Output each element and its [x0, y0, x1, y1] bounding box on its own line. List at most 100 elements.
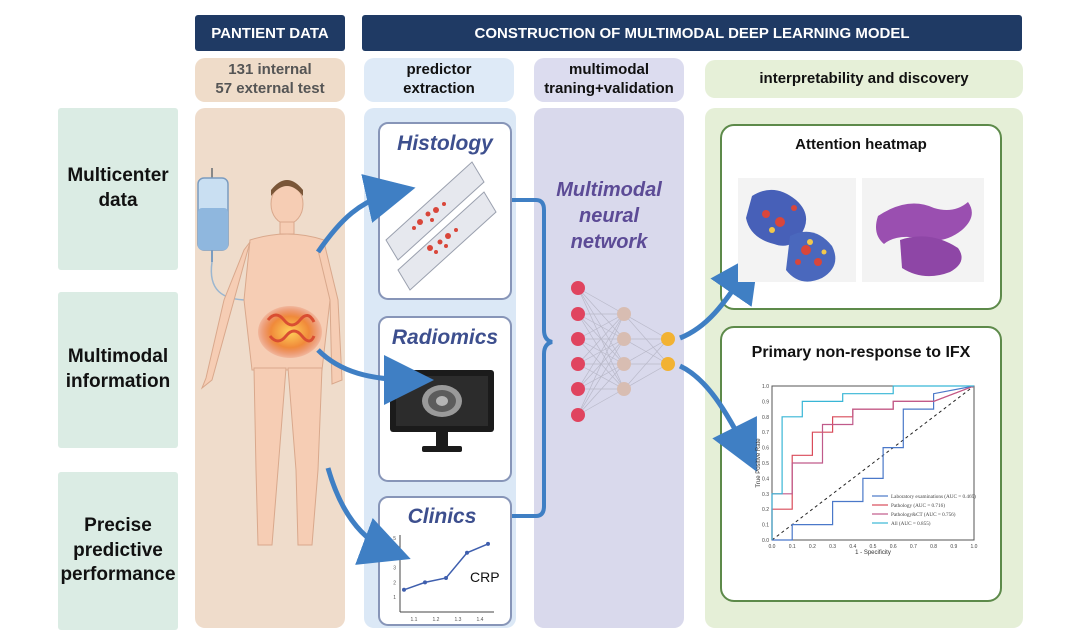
predictor-line1: predictor	[406, 61, 472, 79]
histology-slides-icon	[385, 161, 497, 291]
network-node-layer1	[571, 281, 585, 295]
network-edges	[577, 287, 669, 416]
attention-title: Attention heatmap	[795, 136, 927, 153]
cohort-external: 57 external test	[215, 80, 325, 97]
network-label-line2: neural	[578, 205, 640, 227]
roc-xtick: 0.1	[789, 544, 796, 550]
he-stained-tissue-image	[862, 178, 984, 282]
precise-line3: performance	[60, 564, 176, 586]
crp-xtick: 1.3	[455, 617, 462, 623]
network-node-layer2	[617, 307, 631, 321]
radiomics-title: Radiomics	[391, 326, 499, 349]
crp-xtick: 1.2	[433, 617, 440, 623]
clinics-title: Clinics	[407, 505, 477, 528]
attention-heatmap-image	[738, 178, 856, 282]
roc-series-line-1	[772, 385, 975, 541]
histology-title: Histology	[397, 132, 493, 155]
crp-xtick: 1.4	[477, 617, 484, 623]
roc-ylabel: True Positive Rate	[756, 438, 762, 488]
roc-ytick: 1.0	[762, 384, 769, 390]
network-edge	[623, 363, 669, 390]
roc-xtick: 0.5	[870, 544, 877, 550]
roc-ytick: 0.9	[762, 399, 769, 405]
roc-legend-label: Pathology (AUC = 0.716)	[891, 502, 945, 509]
crp-xtick: 1.1	[411, 617, 418, 623]
roc-ytick: 0.5	[762, 461, 769, 467]
ct-monitor-icon	[390, 370, 494, 452]
side-label-precise: Precise predictive performance	[58, 472, 178, 630]
roc-ytick: 0.3	[762, 492, 769, 498]
roc-ytick: 0.4	[762, 476, 769, 482]
network-label: Multimodal neural network	[534, 177, 684, 255]
arrow-to-clinics	[325, 467, 411, 565]
network-node-layer1	[571, 357, 585, 371]
training-line2: traning+validation	[544, 80, 674, 97]
crp-point	[486, 541, 490, 546]
crp-point	[465, 550, 469, 555]
training-subheader: multimodal traning+validation	[534, 58, 684, 102]
crp-ytick: 4	[393, 551, 396, 557]
network-edge	[577, 313, 625, 365]
crp-ytick: 3	[393, 566, 396, 572]
arrow-to-roc	[678, 363, 757, 472]
network-edge	[577, 388, 625, 416]
patient-data-header: PANTIENT DATA	[195, 15, 345, 51]
crp-point	[444, 575, 448, 580]
network-node-layer1	[571, 408, 585, 422]
multicenter-line1: Multicenter	[67, 165, 169, 187]
multicenter-line2: data	[98, 190, 138, 211]
crp-ytick: 1	[393, 595, 396, 601]
roc-xtick: 0.8	[930, 544, 937, 550]
network-edge	[623, 338, 669, 365]
roc-xtick: 0.7	[910, 544, 917, 550]
network-edge	[577, 363, 625, 416]
side-label-multimodal: Multimodal information	[58, 292, 178, 448]
roc-xtick: 1.0	[971, 544, 978, 550]
predictor-subheader: predictor extraction	[364, 58, 514, 102]
cohort-subheader: 131 internal 57 external test	[195, 58, 345, 102]
roc-xtick: 0.0	[769, 544, 776, 550]
network-node-layer2	[617, 382, 631, 396]
precise-line1: Precise	[84, 514, 152, 536]
network-edge	[577, 313, 625, 340]
network-node-layer3	[661, 357, 675, 371]
intestine-icon	[266, 313, 316, 343]
network-edge	[577, 287, 625, 315]
network-label-line3: network	[570, 231, 648, 253]
roc-series-line-4	[771, 385, 974, 540]
network-node-layer2	[617, 357, 631, 371]
roc-ytick: 0.0	[762, 538, 769, 544]
modality-merge-bracket	[512, 198, 553, 518]
network-label-line1: Multimodal	[556, 179, 662, 201]
roc-xtick: 0.4	[849, 544, 856, 550]
multimodal-line1: Multimodal	[67, 346, 169, 368]
roc-xtick: 0.2	[809, 544, 816, 550]
network-edge	[577, 287, 625, 365]
network-node-layer1	[571, 307, 585, 321]
roc-ytick: 0.2	[762, 507, 769, 513]
precise-line2: predictive	[73, 539, 163, 561]
crp-ytick: 5	[393, 536, 396, 542]
network-nodes	[571, 281, 675, 422]
training-column	[534, 108, 684, 628]
arrow-to-histology	[315, 174, 416, 254]
roc-chart: 0.0 0.1 0.2 0.3 0.4 0.5 0.6 0.7 0.8 0.9 1.0 0.0 0.1…	[756, 384, 978, 556]
construction-header: CONSTRUCTION OF MULTIMODAL DEEP LEARNING…	[362, 15, 1022, 51]
network-edge	[623, 313, 669, 340]
crp-point	[402, 587, 406, 592]
roc-ytick: 0.8	[762, 415, 769, 421]
network-node-layer2	[617, 332, 631, 346]
network-node-layer1	[571, 332, 585, 346]
network-edge	[623, 338, 669, 390]
network-edge	[577, 313, 625, 390]
roc-legend: Laboratory examinations (AUC = 0.469)Pat…	[872, 493, 976, 527]
roc-ytick: 0.6	[762, 446, 769, 452]
training-line1: multimodal	[568, 61, 649, 79]
roc-series-line-3	[771, 385, 975, 540]
side-label-multicenter: Multicenter data	[58, 108, 178, 270]
network-edge	[577, 338, 625, 416]
cohort-internal: 131 internal	[228, 61, 312, 79]
roc-ytick: 0.1	[762, 523, 769, 529]
